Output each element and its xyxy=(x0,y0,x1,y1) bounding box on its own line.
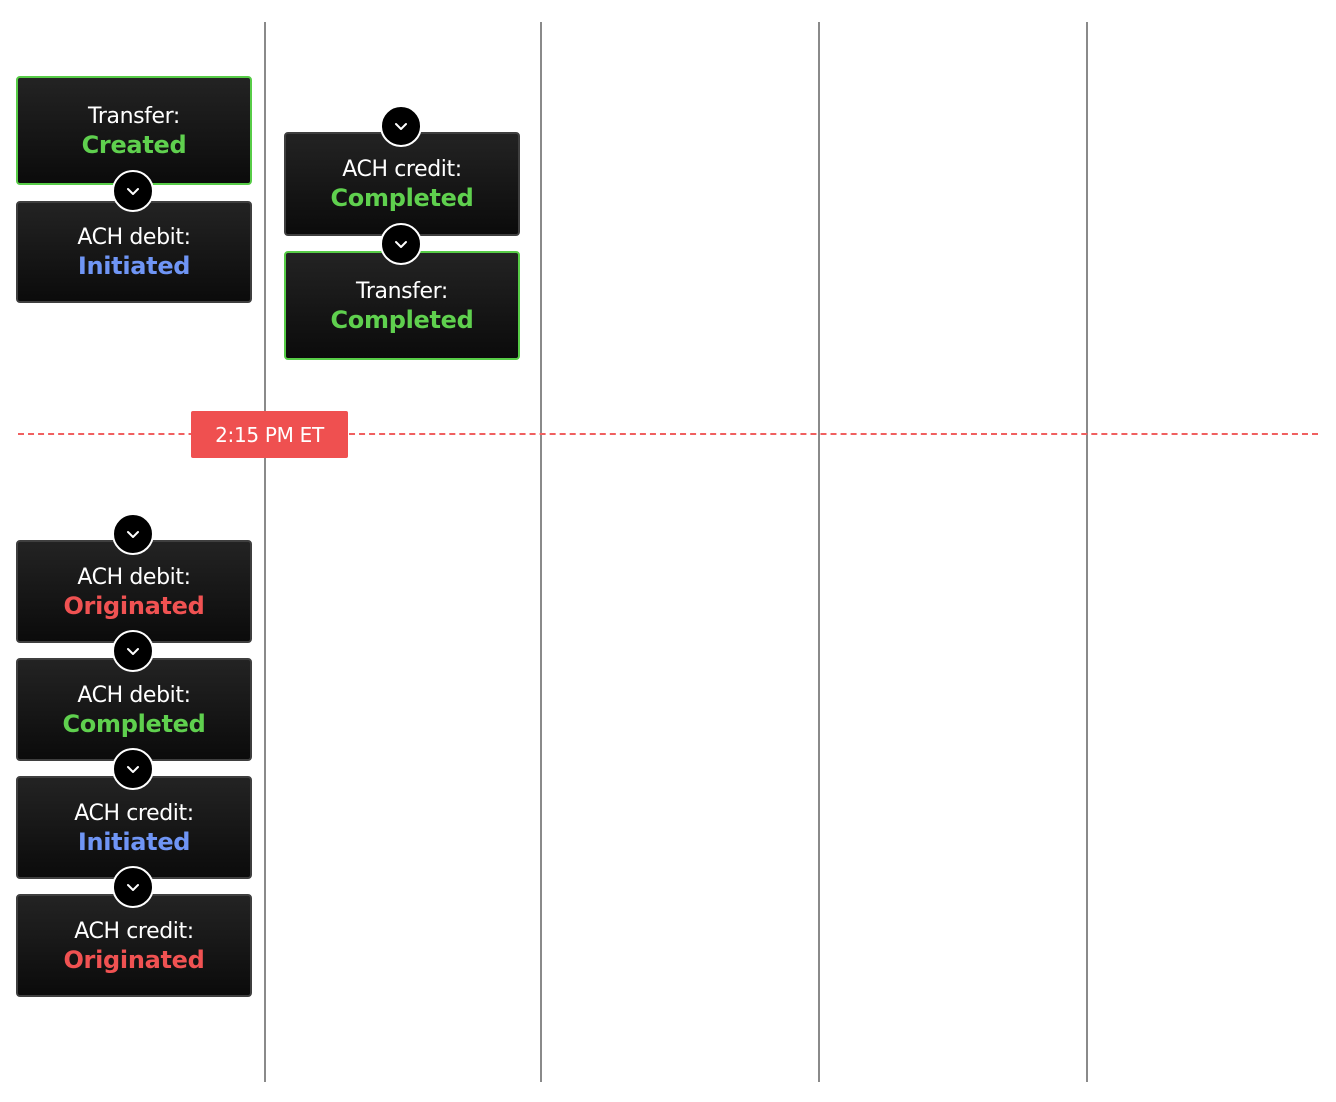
event-title: ACH credit: xyxy=(342,157,462,182)
chevron-down-icon xyxy=(380,105,422,147)
event-title: ACH debit: xyxy=(77,564,191,590)
event-status: Initiated xyxy=(77,827,191,856)
event-card-ach-debit-completed: ACH debit: Completed xyxy=(16,658,252,761)
event-title: ACH debit: xyxy=(77,682,191,708)
event-status: Completed xyxy=(330,305,474,334)
column-divider-4 xyxy=(1086,22,1088,1082)
event-status: Completed xyxy=(62,709,206,738)
event-card-ach-debit-originated: ACH debit: Originated xyxy=(16,540,252,643)
event-card-transfer-completed: Transfer: Completed xyxy=(284,251,520,360)
event-status: Initiated xyxy=(77,252,191,280)
event-title: ACH debit: xyxy=(77,225,191,250)
event-status: Completed xyxy=(330,184,474,212)
event-card-transfer-created: Transfer: Created xyxy=(16,76,252,185)
event-card-ach-credit-initiated: ACH credit: Initiated xyxy=(16,776,252,879)
event-title: ACH credit: xyxy=(74,918,194,944)
cutoff-time-badge: 2:15 PM ET xyxy=(191,411,348,458)
event-title: ACH credit: xyxy=(74,800,194,826)
column-divider-3 xyxy=(818,22,820,1082)
chevron-down-icon xyxy=(112,170,154,212)
event-title: Transfer: xyxy=(356,278,448,304)
column-divider-2 xyxy=(540,22,542,1082)
chevron-down-icon xyxy=(112,513,154,555)
event-title: Transfer: xyxy=(88,103,180,129)
event-card-ach-debit-initiated: ACH debit: Initiated xyxy=(16,201,252,303)
event-status: Created xyxy=(81,130,187,159)
chevron-down-icon xyxy=(112,748,154,790)
chevron-down-icon xyxy=(112,630,154,672)
chevron-down-icon xyxy=(380,223,422,265)
event-status: Originated xyxy=(63,945,205,974)
cutoff-line xyxy=(18,433,1318,435)
chevron-down-icon xyxy=(112,866,154,908)
event-status: Originated xyxy=(63,591,205,620)
event-card-ach-credit-originated: ACH credit: Originated xyxy=(16,894,252,997)
column-divider-1 xyxy=(264,22,266,1082)
event-card-ach-credit-completed: ACH credit: Completed xyxy=(284,132,520,236)
